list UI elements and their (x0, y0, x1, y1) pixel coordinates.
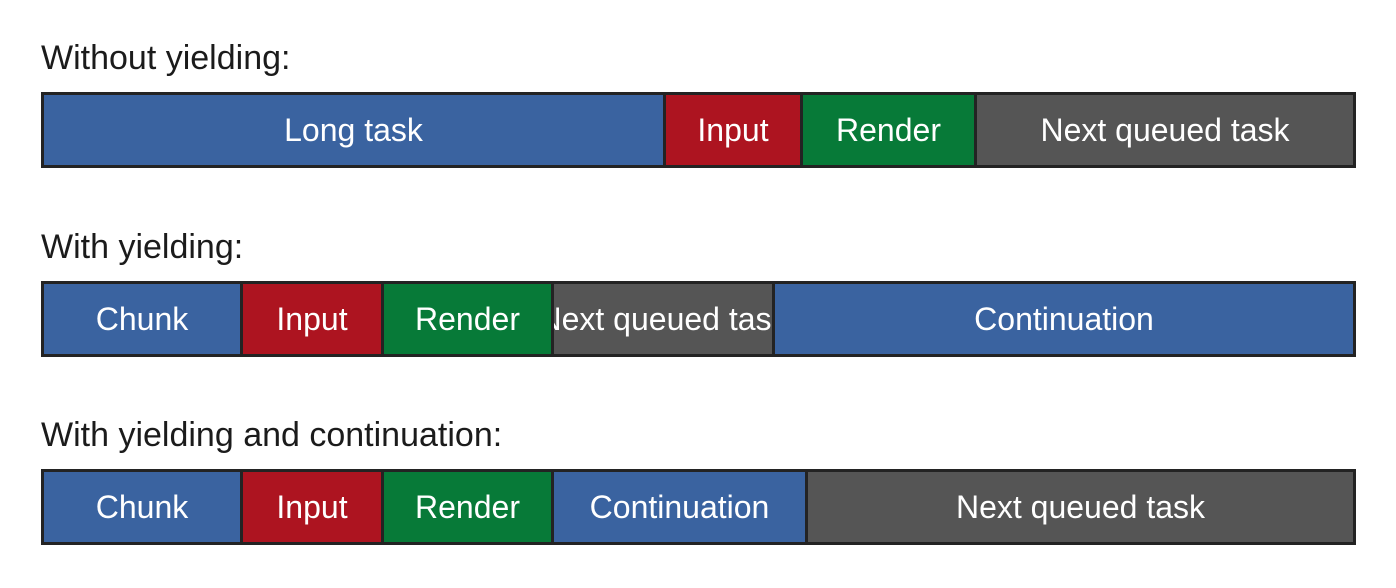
segment-next-queued-task: Next queued task (974, 92, 1356, 168)
segment-label: Long task (284, 112, 423, 148)
segment-label: Render (415, 301, 520, 337)
segment-next-queued-task: Next queued task (805, 469, 1356, 545)
segment-input: Input (240, 281, 384, 357)
segment-chunk: Chunk (41, 281, 243, 357)
segment-label: Next queued task (554, 301, 772, 337)
segment-label: Next queued task (955, 489, 1206, 525)
segment-label: Input (276, 301, 348, 337)
segment-render: Render (381, 281, 554, 357)
row-label-with-yielding: With yielding: (41, 228, 244, 266)
segment-continuation: Continuation (772, 281, 1356, 357)
timeline-bar-with-yielding-and-continuation: Chunk Input Render Continuation Next que… (41, 469, 1356, 545)
segment-label: Input (697, 112, 769, 148)
segment-label: Chunk (95, 301, 189, 337)
segment-render: Render (381, 469, 554, 545)
segment-long-task: Long task (41, 92, 666, 168)
timeline-bar-with-yielding: Chunk Input Render Next queued task Cont… (41, 281, 1356, 357)
segment-label: Next queued task (1040, 112, 1290, 148)
segment-chunk: Chunk (41, 469, 243, 545)
segment-continuation: Continuation (551, 469, 808, 545)
timeline-bar-without-yielding: Long task Input Render Next queued task (41, 92, 1356, 168)
segment-input: Input (663, 92, 803, 168)
segment-input: Input (240, 469, 384, 545)
segment-label: Input (276, 489, 348, 525)
segment-render: Render (800, 92, 977, 168)
row-label-with-yielding-and-continuation: With yielding and continuation: (41, 416, 503, 454)
segment-label: Render (836, 112, 941, 148)
segment-label: Chunk (95, 489, 189, 525)
segment-label: Continuation (974, 301, 1154, 337)
segment-label: Continuation (589, 489, 770, 525)
segment-next-queued-task: Next queued task (551, 281, 775, 357)
row-label-without-yielding: Without yielding: (41, 39, 291, 77)
segment-label: Render (415, 489, 520, 525)
